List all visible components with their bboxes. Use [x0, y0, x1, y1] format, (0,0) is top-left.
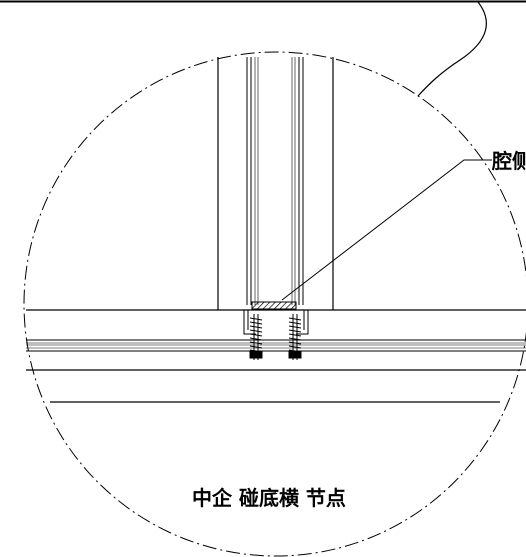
detail-caption: 中企 碰底横 节点 — [192, 486, 346, 510]
vertical-mullion — [217, 57, 334, 310]
horizontal-transom — [26, 309, 526, 403]
detail-circle — [23, 51, 526, 557]
gasket-block — [251, 301, 297, 310]
screw-left-icon — [249, 314, 263, 360]
screw-right-icon — [288, 314, 302, 360]
callout-leader — [281, 159, 492, 301]
callout-label: 腔侧 — [491, 149, 526, 173]
leader-curve — [417, 1, 487, 97]
